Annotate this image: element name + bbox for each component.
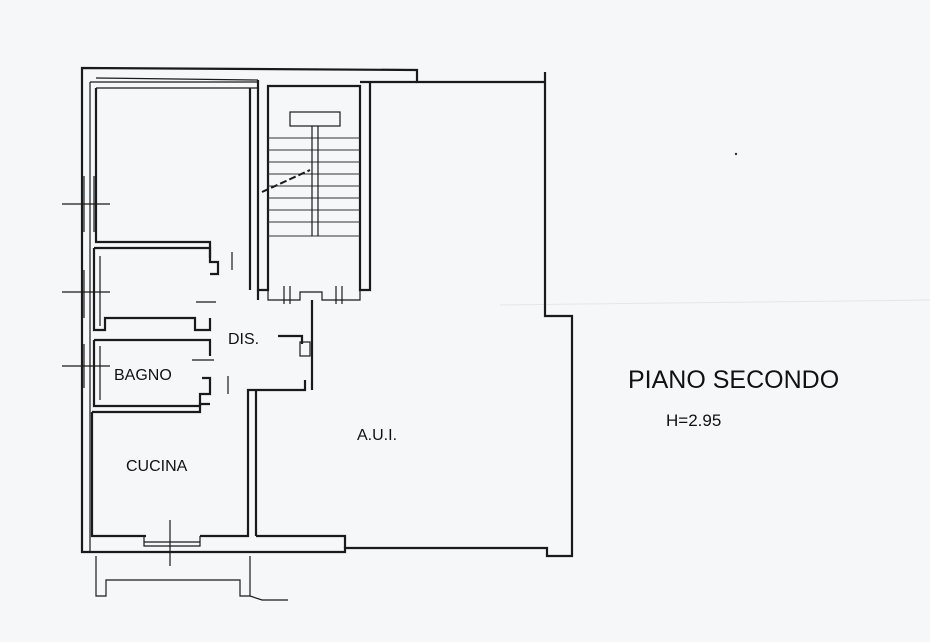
room-label-bagno: BAGNO [114,367,172,384]
dis-wall [256,290,314,390]
window-cucina [143,520,201,566]
staircase [261,111,360,237]
partition-aui [254,390,347,548]
plan-title: PIANO SECONDO [628,366,839,394]
window-left-top [62,176,110,232]
room-label-dis: DIS. [228,331,259,348]
scan-line [499,299,930,306]
dis-niche [299,341,311,357]
landing [267,290,361,301]
stairwell-wall [256,80,417,292]
room-wall-cucina [90,380,307,538]
outer-wall [80,66,574,558]
landing-ticks [283,286,343,304]
room-wall-bagno [92,338,212,408]
plan-height-label: H=2.95 [666,411,721,430]
room-label-aui: A.U.I. [357,427,397,444]
room-wall-closet [92,246,220,332]
top-wall-inner [95,77,259,89]
inner-wall-line [89,81,258,552]
room-label-cucina: CUCINA [126,458,188,475]
balcony [95,556,288,601]
scan-speck [734,152,738,156]
